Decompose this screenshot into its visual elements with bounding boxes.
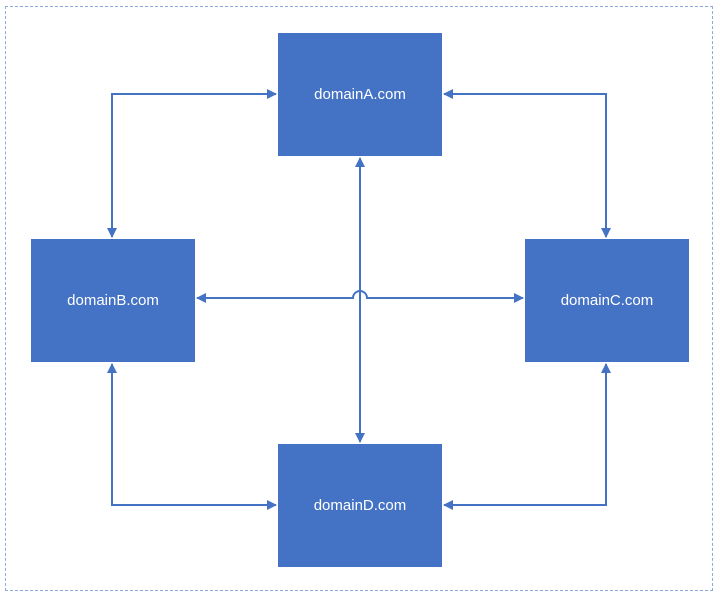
node-domain-a: domainA.com	[278, 33, 442, 156]
connector-a-c	[443, 89, 611, 238]
node-domain-b-label: domainB.com	[67, 292, 159, 309]
connector-b-c	[196, 290, 524, 303]
node-domain-b: domainB.com	[31, 239, 195, 362]
node-domain-c-label: domainC.com	[560, 292, 654, 309]
connector-a-b	[107, 89, 277, 238]
node-domain-c: domainC.com	[525, 239, 689, 362]
node-domain-a-label: domainA.com	[314, 86, 406, 103]
connector-d-b	[107, 363, 277, 510]
connector-d-c	[443, 363, 611, 510]
diagram-frame	[5, 6, 713, 591]
node-domain-d: domainD.com	[278, 444, 442, 567]
node-domain-d-label: domainD.com	[313, 497, 407, 514]
